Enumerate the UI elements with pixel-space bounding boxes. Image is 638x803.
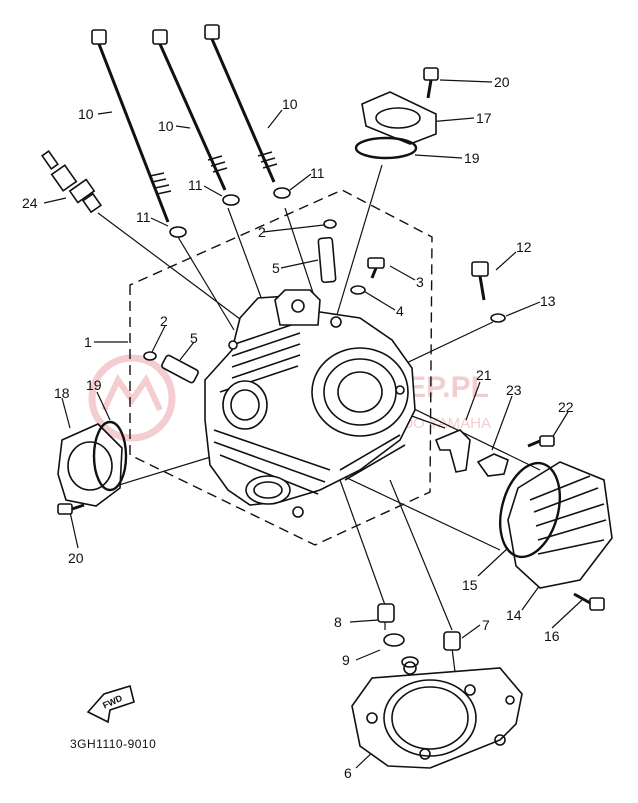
callout-11: 11 (310, 165, 325, 181)
callout-16: 16 (544, 628, 560, 644)
callout-13: 13 (540, 293, 556, 309)
callout-17: 17 (476, 110, 492, 126)
callout-19: 19 (464, 150, 480, 166)
right-side-cover (499, 461, 613, 611)
callout-2: 2 (160, 313, 168, 329)
watermark-logo (88, 354, 176, 442)
callout-11: 11 (188, 177, 203, 193)
callout-numbers: 10 10 10 24 11 11 11 2 5 3 4 20 17 19 12… (22, 74, 574, 781)
callout-4: 4 (396, 303, 404, 319)
callout-3: 3 (416, 274, 424, 290)
callout-19: 19 (86, 377, 102, 393)
callout-10: 10 (282, 96, 298, 112)
callout-8: 8 (334, 614, 342, 630)
callout-1: 1 (84, 334, 92, 350)
cylinder-head-gasket (351, 661, 523, 769)
tappet-cover-top (354, 67, 439, 160)
cylinder-head-bolts (91, 24, 278, 223)
callout-5: 5 (272, 260, 280, 276)
callout-6: 6 (344, 765, 352, 781)
bolt-washers (169, 187, 291, 238)
callout-20: 20 (494, 74, 510, 90)
bolt-and-washer (350, 257, 385, 295)
callout-7: 7 (482, 617, 490, 633)
valve-guides (143, 219, 337, 384)
callout-5: 5 (190, 330, 198, 346)
oil-check-bolt (471, 261, 506, 323)
watermark-logo-mark (101, 374, 163, 412)
callout-20: 20 (68, 550, 84, 566)
left-side-cover (57, 420, 128, 515)
forward-arrow-icon: FWD (86, 684, 135, 724)
callout-2: 2 (258, 224, 266, 240)
spark-plug (41, 150, 103, 214)
cam-chain-brackets (434, 429, 555, 477)
cylinder-head (204, 289, 416, 518)
cylinder-head-assembly-boundary (129, 189, 433, 546)
callout-10: 10 (158, 118, 174, 134)
callout-9: 9 (342, 652, 350, 668)
callout-22: 22 (558, 399, 574, 415)
callout-15: 15 (462, 577, 478, 593)
callout-12: 12 (516, 239, 532, 255)
callout-14: 14 (506, 607, 522, 623)
callout-11: 11 (136, 209, 151, 225)
callout-21: 21 (476, 367, 492, 383)
callout-18: 18 (54, 385, 70, 401)
callout-24: 24 (22, 195, 38, 211)
callout-23: 23 (506, 382, 522, 398)
callout-10: 10 (78, 106, 94, 122)
dowel-pins (377, 603, 461, 668)
drawing-code: 3GH1110-9010 (70, 737, 156, 751)
